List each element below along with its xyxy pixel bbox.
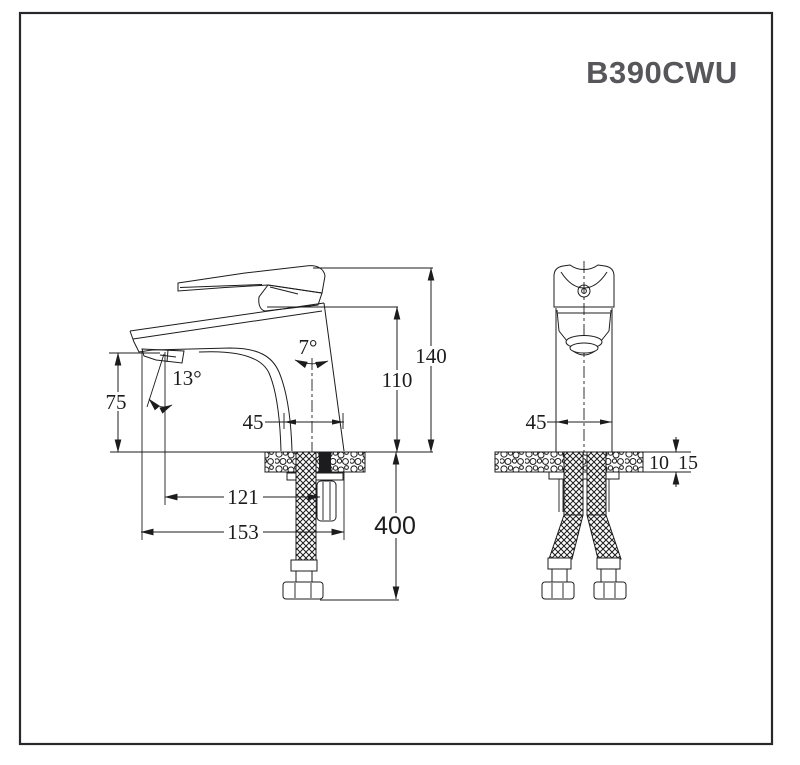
dim-body-width: 45 bbox=[526, 410, 612, 434]
aerator-front bbox=[565, 335, 603, 356]
handle-logo-button bbox=[577, 284, 591, 298]
hose-tube-side bbox=[295, 570, 313, 583]
side-view: 75 140 110 400 121 1 bbox=[103, 265, 450, 601]
dim-body-base-depth: 45 bbox=[243, 410, 344, 434]
hose-tube-right bbox=[600, 568, 617, 583]
supply-hoses-front bbox=[541, 451, 627, 600]
dim-label-15: 15 bbox=[678, 452, 698, 474]
dim-countertop-thickness: 10 15 bbox=[621, 437, 698, 487]
dim-spout-outlet-height: 75 bbox=[103, 352, 130, 453]
dim-label-140: 140 bbox=[415, 344, 447, 368]
dim-label-45-side: 45 bbox=[243, 410, 264, 434]
dim-overall-depth: 153 bbox=[140, 520, 345, 544]
hose-ferrule-side bbox=[290, 559, 318, 572]
product-code: B390CWU bbox=[586, 55, 738, 90]
mounting-stud-nut bbox=[316, 480, 337, 522]
mounting-stud bbox=[319, 452, 331, 473]
mounting-washer-front bbox=[548, 471, 620, 480]
faucet-front-body bbox=[555, 308, 613, 452]
dim-spout-reach: 121 bbox=[164, 485, 321, 509]
dim-label-400: 400 bbox=[374, 512, 416, 540]
dim-label-153: 153 bbox=[227, 520, 259, 544]
hose-ferrule-right bbox=[596, 557, 621, 570]
drawing-frame bbox=[18, 11, 774, 746]
front-view: 45 10 15 bbox=[494, 261, 698, 600]
mounting-studs-front bbox=[558, 479, 610, 512]
hose-hex-nut-side bbox=[282, 581, 324, 600]
dim-label-10: 10 bbox=[649, 452, 669, 474]
dim-spout-angle: 13° bbox=[146, 353, 204, 414]
dim-height-to-spout-top: 110 bbox=[379, 306, 416, 453]
extension-lines-side bbox=[109, 267, 433, 601]
hose-ferrule-left bbox=[547, 557, 572, 570]
dim-label-75: 75 bbox=[106, 390, 127, 414]
hose-tube-left bbox=[551, 568, 568, 583]
hose-hex-nut-left bbox=[541, 581, 575, 600]
dim-overall-height: 140 bbox=[413, 267, 450, 453]
dim-label-110: 110 bbox=[382, 368, 413, 392]
dim-body-tilt-angle: 7° bbox=[294, 335, 329, 452]
dim-label-7deg: 7° bbox=[299, 335, 318, 359]
aerator-spout-tip bbox=[141, 348, 185, 364]
dim-label-45-front: 45 bbox=[526, 410, 547, 434]
dim-hose-drop-length: 400 bbox=[374, 451, 418, 600]
dim-label-121: 121 bbox=[227, 485, 259, 509]
faucet-side-handle bbox=[177, 265, 326, 312]
hose-hex-nut-right bbox=[593, 581, 627, 600]
dim-label-13deg: 13° bbox=[172, 366, 201, 390]
faucet-front-handle bbox=[553, 264, 615, 308]
